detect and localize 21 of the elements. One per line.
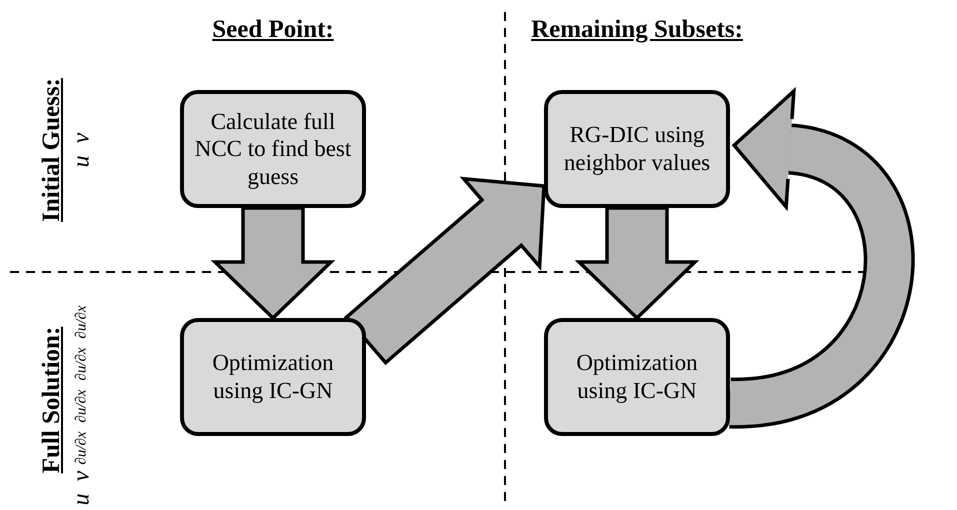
row-heading: Full Solution:	[38, 326, 66, 474]
process-box	[544, 90, 730, 208]
derivative-text: ∂u/∂x	[74, 431, 90, 465]
block-arrow	[344, 176, 546, 366]
column-heading: Remaining Subsets:	[531, 16, 743, 44]
variable-text: u v	[68, 132, 96, 168]
block-arrow	[574, 206, 700, 320]
process-box	[544, 318, 730, 436]
derivative-text: ∂u/∂x	[74, 389, 90, 423]
block-arrow	[210, 206, 336, 320]
row-heading: Initial Guess:	[38, 78, 66, 222]
process-box	[180, 90, 366, 208]
derivative-text: ∂u/∂x	[74, 305, 90, 339]
box-text: Optimization using IC-GN	[575, 349, 699, 405]
derivative-text: ∂u/∂x	[74, 347, 90, 381]
variable-text: u v	[68, 470, 96, 506]
process-box	[180, 318, 366, 436]
column-heading: Seed Point:	[212, 16, 334, 44]
box-text: Calculate full NCC to find best guess	[194, 108, 352, 190]
box-text: RG-DIC using neighbor values	[562, 121, 712, 177]
box-text: Optimization using IC-GN	[211, 349, 335, 405]
